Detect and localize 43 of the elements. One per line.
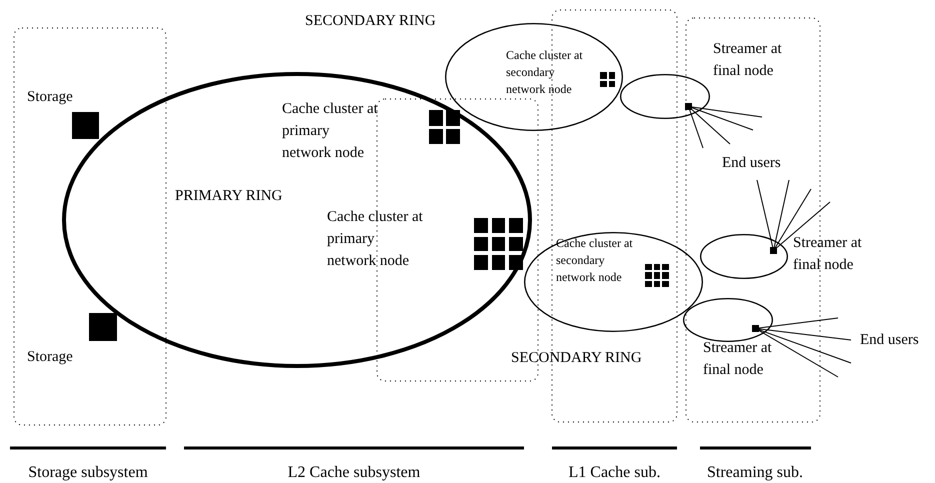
link-line — [689, 110, 704, 148]
link-line — [692, 106, 762, 118]
server-cluster — [600, 72, 615, 87]
ring-ellipse — [700, 234, 788, 279]
node-caption: Streamer at final node — [793, 234, 863, 275]
ring-ellipse — [445, 23, 623, 131]
link-line — [692, 109, 730, 144]
link-line — [776, 202, 830, 248]
link-line — [758, 318, 838, 329]
section-caption: L1 Cache sub. — [568, 463, 662, 483]
node-caption: Cache cluster at primary network node — [282, 100, 379, 163]
ring-title: PRIMARY RING — [175, 187, 284, 206]
link-line — [774, 180, 790, 248]
end-users-label: End users — [722, 154, 782, 173]
section-caption: L2 Cache subsystem — [286, 463, 422, 483]
streamer-block — [752, 325, 759, 332]
ring-ellipse — [620, 74, 710, 119]
link-line — [756, 180, 774, 248]
streamer-block — [770, 247, 777, 254]
node-caption: Streamer at final node — [703, 339, 773, 380]
node-caption: Streamer at final node — [713, 40, 783, 81]
section-caption: Streaming sub. — [706, 463, 804, 483]
server-cluster — [429, 110, 460, 144]
node-caption: Storage — [27, 88, 74, 107]
server-cluster — [645, 264, 669, 287]
link-line — [758, 330, 838, 378]
link-line — [758, 329, 852, 364]
node-caption: Cache cluster at primary network node — [327, 208, 424, 271]
ring-label: SECONDARY RING — [305, 12, 437, 31]
ring-caption: Cache cluster at secondary network node — [556, 235, 634, 286]
section-caption: Storage subsystem — [27, 463, 149, 483]
ring-ellipse — [524, 232, 703, 332]
link-line — [758, 328, 852, 340]
ring-ellipse — [683, 298, 773, 342]
ring-caption: Cache cluster at secondary network node — [506, 47, 584, 98]
link-line — [775, 188, 812, 248]
end-users-label: End users — [860, 331, 920, 350]
ring-label: SECONDARY RING — [511, 349, 643, 368]
link-line — [692, 107, 754, 130]
storage-block — [72, 112, 99, 139]
node-caption: Storage — [27, 348, 74, 367]
storage-block — [89, 313, 117, 341]
streamer-block — [685, 103, 692, 110]
